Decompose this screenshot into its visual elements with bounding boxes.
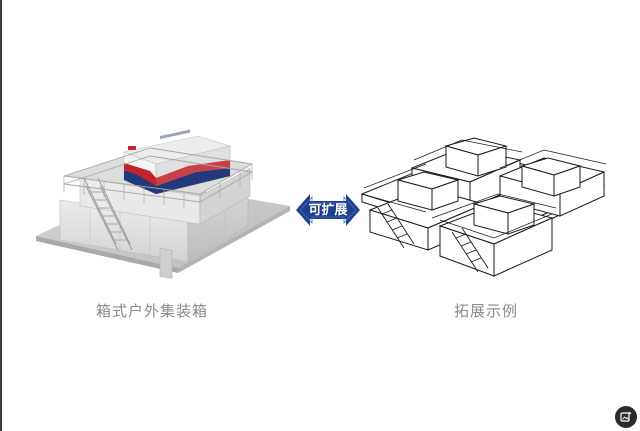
left-border-line	[0, 0, 2, 431]
staircases	[377, 203, 489, 273]
container-units	[396, 137, 582, 235]
outdoor-container-building	[36, 129, 290, 279]
right-caption: 拓展示例	[453, 302, 518, 320]
expandable-label: 可扩展	[308, 203, 348, 218]
image-edit-icon	[620, 411, 632, 422]
left-caption: 箱式户外集装箱	[95, 302, 208, 320]
railings	[361, 139, 607, 239]
image-edit-button[interactable]	[615, 406, 637, 428]
double-arrow-icon	[296, 194, 360, 226]
